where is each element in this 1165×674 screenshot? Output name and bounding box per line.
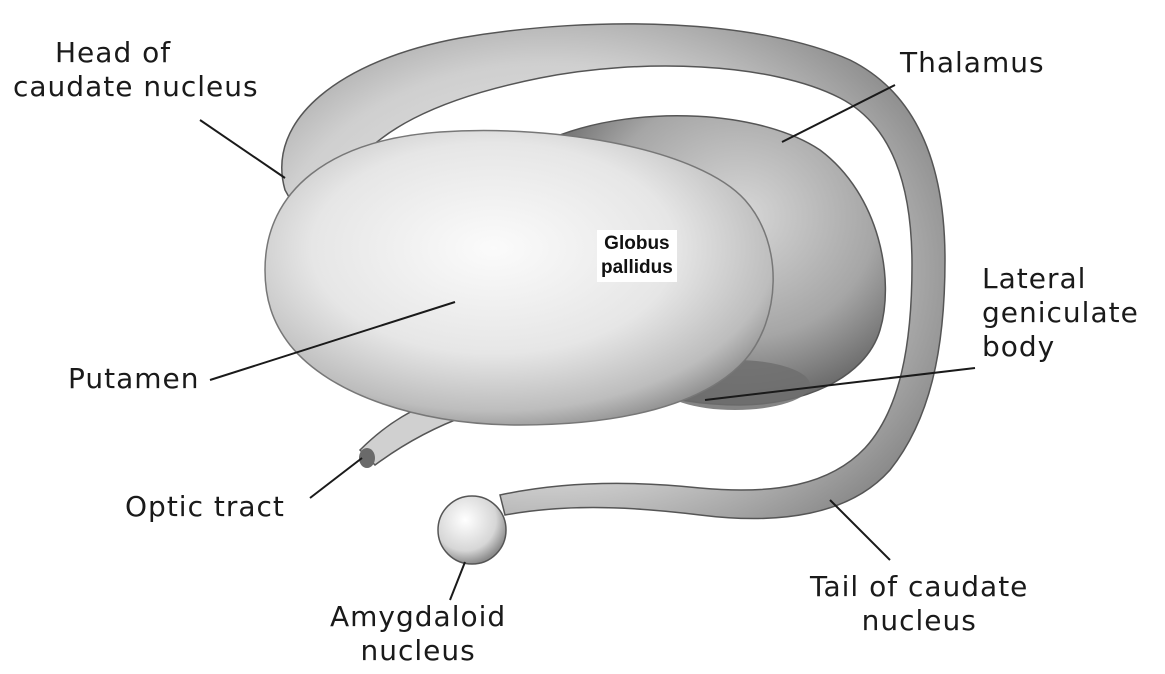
label-globus-pallidus: Globus pallidus [597, 230, 677, 282]
putamen-shape [265, 131, 773, 425]
leader-head-of-caudate [200, 120, 285, 178]
label-tail-of-caudate-nucleus: Tail of caudate nucleus [810, 570, 1028, 638]
leader-optic-tract [310, 458, 362, 498]
leader-tail-of-caudate [830, 500, 890, 560]
label-head-of-caudate: Head of caudate nucleus [55, 36, 259, 104]
leader-amygdaloid [450, 562, 465, 600]
label-putamen: Putamen [68, 362, 200, 396]
label-optic-tract: Optic tract [125, 490, 285, 524]
label-lateral-geniculate-body: Lateral geniculate body [982, 262, 1139, 364]
label-thalamus: Thalamus [900, 46, 1045, 80]
amygdaloid-shape [438, 496, 506, 564]
label-amygdaloid-nucleus: Amygdaloid nucleus [330, 600, 506, 668]
